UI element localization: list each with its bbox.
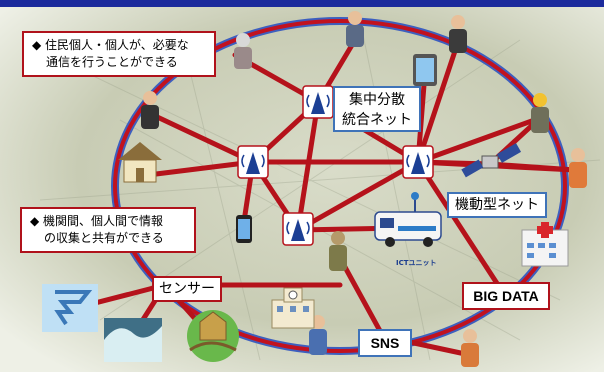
top-bar — [0, 0, 604, 7]
callout-line: ◆ 機関間、個人間で情報 — [30, 214, 164, 228]
label-ict-unit: ICTユニット — [396, 259, 437, 267]
person-icon — [531, 93, 549, 133]
antenna-tower-icon — [282, 212, 314, 246]
label-sns: SNS — [358, 329, 412, 357]
person-icon — [234, 33, 252, 69]
callout-line: の収集と共有ができる — [44, 231, 164, 245]
hospital-icon — [521, 222, 569, 267]
callout-line: 通信を行うことができる — [46, 55, 178, 69]
antenna-tower-icon — [237, 145, 269, 179]
person-icon — [461, 329, 479, 367]
tablet-icon — [413, 54, 437, 86]
person-icon — [346, 11, 364, 47]
network-ring-inner — [113, 19, 567, 353]
callout-individual-communication: ◆ 住民個人・個人が、必要な 通信を行うことができる — [22, 31, 216, 77]
landslide-icon — [187, 310, 239, 362]
antenna-tower-icon — [402, 145, 434, 179]
person-icon — [141, 91, 159, 129]
smartphone-icon — [236, 215, 252, 243]
person-icon — [449, 15, 467, 53]
label-hub-network: 集中分散 統合ネット — [333, 86, 421, 132]
diagram-canvas — [0, 7, 604, 372]
label-mobile-network: 機動型ネット — [447, 192, 547, 218]
label-sensor: センサー — [152, 276, 222, 302]
antenna-tower-icon — [302, 85, 334, 119]
callout-line: ◆ 住民個人・個人が、必要な — [32, 38, 189, 52]
person-icon — [329, 231, 347, 271]
tsunami-icon — [104, 318, 162, 362]
van-icon — [374, 192, 442, 247]
network-diagram: ◆ 住民個人・個人が、必要な 通信を行うことができる ◆ 機関間、個人間で情報 … — [0, 7, 604, 372]
house-icon — [118, 142, 162, 183]
tornado-icon — [42, 284, 98, 332]
school-icon — [271, 287, 315, 329]
label-big-data: BIG DATA — [462, 282, 550, 310]
label-line: 集中分散 — [349, 92, 405, 108]
person-icon — [569, 148, 587, 188]
label-line: 統合ネット — [342, 112, 412, 128]
callout-information-sharing: ◆ 機関間、個人間で情報 の収集と共有ができる — [20, 207, 196, 253]
satellite-icon — [461, 143, 522, 178]
